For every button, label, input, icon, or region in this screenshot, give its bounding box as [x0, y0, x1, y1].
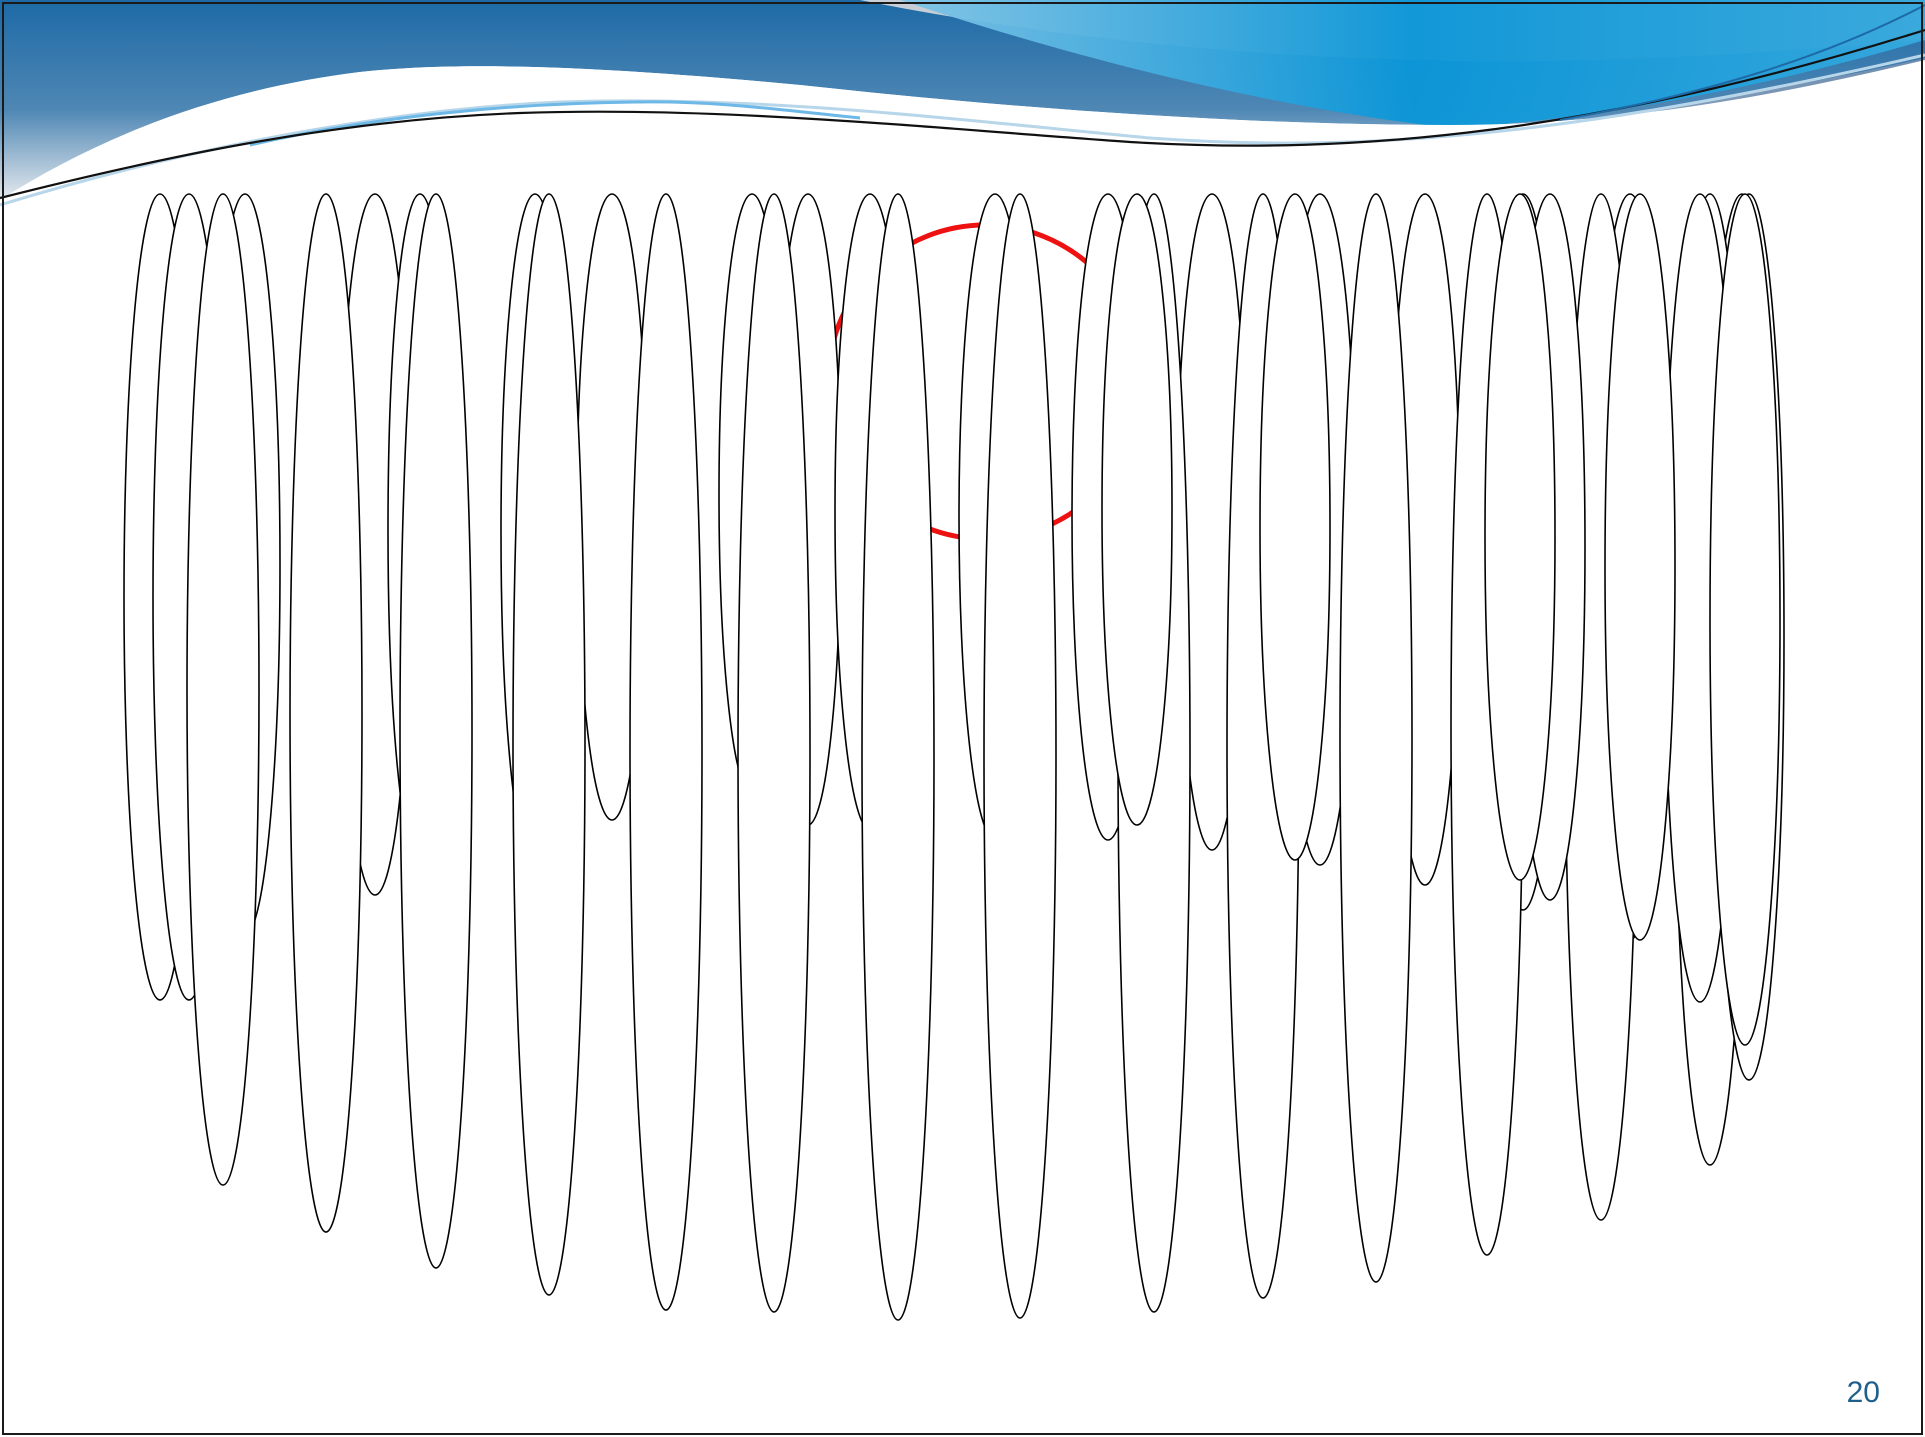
ellipse-22 — [289, 193, 363, 1233]
ellipse-39 — [1484, 193, 1556, 881]
header-dark-line — [0, 28, 1925, 200]
header-bright-swoosh — [900, 0, 1925, 128]
ellipse-35 — [1101, 193, 1173, 826]
ellipse-27 — [861, 193, 935, 1321]
ellipse-21 — [186, 193, 260, 1186]
header-accent-line — [0, 53, 1925, 207]
ellipse-31 — [1339, 193, 1413, 1283]
ellipse-24 — [512, 193, 586, 1296]
ellipse-28 — [983, 193, 1057, 1319]
ellipse-36 — [1259, 193, 1331, 861]
ellipse-26 — [737, 193, 811, 1313]
header-wave-decoration — [0, 0, 1925, 230]
header-white-underside — [0, 60, 1925, 230]
ellipse-40 — [1709, 193, 1781, 1046]
ellipse-38 — [1604, 193, 1676, 941]
header-dark-line-right — [1559, 4, 1925, 121]
page-number: 20 — [1846, 1376, 1880, 1409]
ellipse-25 — [629, 193, 703, 1311]
ellipse-23 — [399, 193, 473, 1269]
header-accent-line-blue — [249, 100, 861, 147]
